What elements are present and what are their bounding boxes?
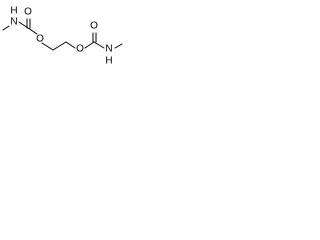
bond-ester-o-ch2-left	[41, 42, 54, 51]
bond-ch2-ester-o-right	[65, 41, 76, 49]
bond-ch2-ch2	[52, 41, 67, 51]
atom-labels: H N O O O O N H	[10, 6, 112, 67]
atom-label-o-ester-left: O	[36, 34, 44, 45]
bond-lines	[2, 18, 123, 51]
atom-label-h-left: H	[10, 6, 17, 17]
atom-label-o-carbonyl-left: O	[24, 7, 32, 18]
atom-label-n-right: N	[105, 44, 112, 55]
bond-carbonyl-ester-o-left	[27, 27, 38, 35]
bond-n-methyl-right	[114, 43, 123, 49]
atom-label-o-ester-right: O	[76, 44, 84, 55]
bond-methyl-n-left	[2, 25, 10, 31]
bond-carbonyl-n-right	[93, 41, 105, 49]
atom-label-h-right: H	[105, 56, 112, 67]
molecule-structure: H N O O O O N H	[2, 6, 123, 67]
atom-label-n-left: N	[10, 17, 17, 28]
bond-ester-o-carbonyl-right	[84, 41, 95, 49]
atom-label-o-carbonyl-right: O	[90, 21, 98, 32]
